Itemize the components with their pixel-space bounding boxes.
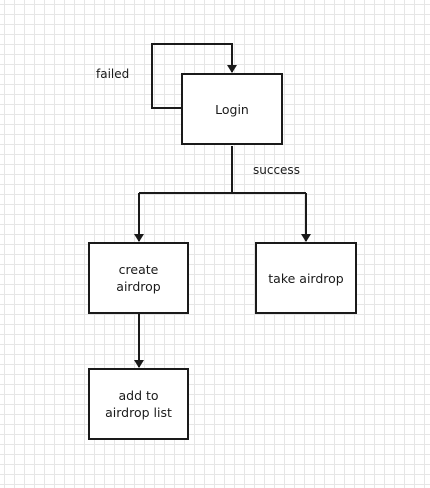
login-node-label: Login <box>215 101 249 117</box>
failed-edge-label: failed <box>96 67 130 81</box>
login-node: Login <box>181 73 283 145</box>
failed-loop-arrow <box>151 43 237 109</box>
add-to-airdrop-list-node-label: add to airdrop list <box>105 388 172 420</box>
create-airdrop-node: create airdrop <box>88 242 189 314</box>
create-airdrop-node-label: create airdrop <box>116 262 161 294</box>
take-airdrop-node: take airdrop <box>255 242 357 314</box>
take-airdrop-node-label: take airdrop <box>268 270 344 286</box>
success-edge-label: success <box>253 163 300 177</box>
add-to-airdrop-list-node: add to airdrop list <box>88 368 189 440</box>
